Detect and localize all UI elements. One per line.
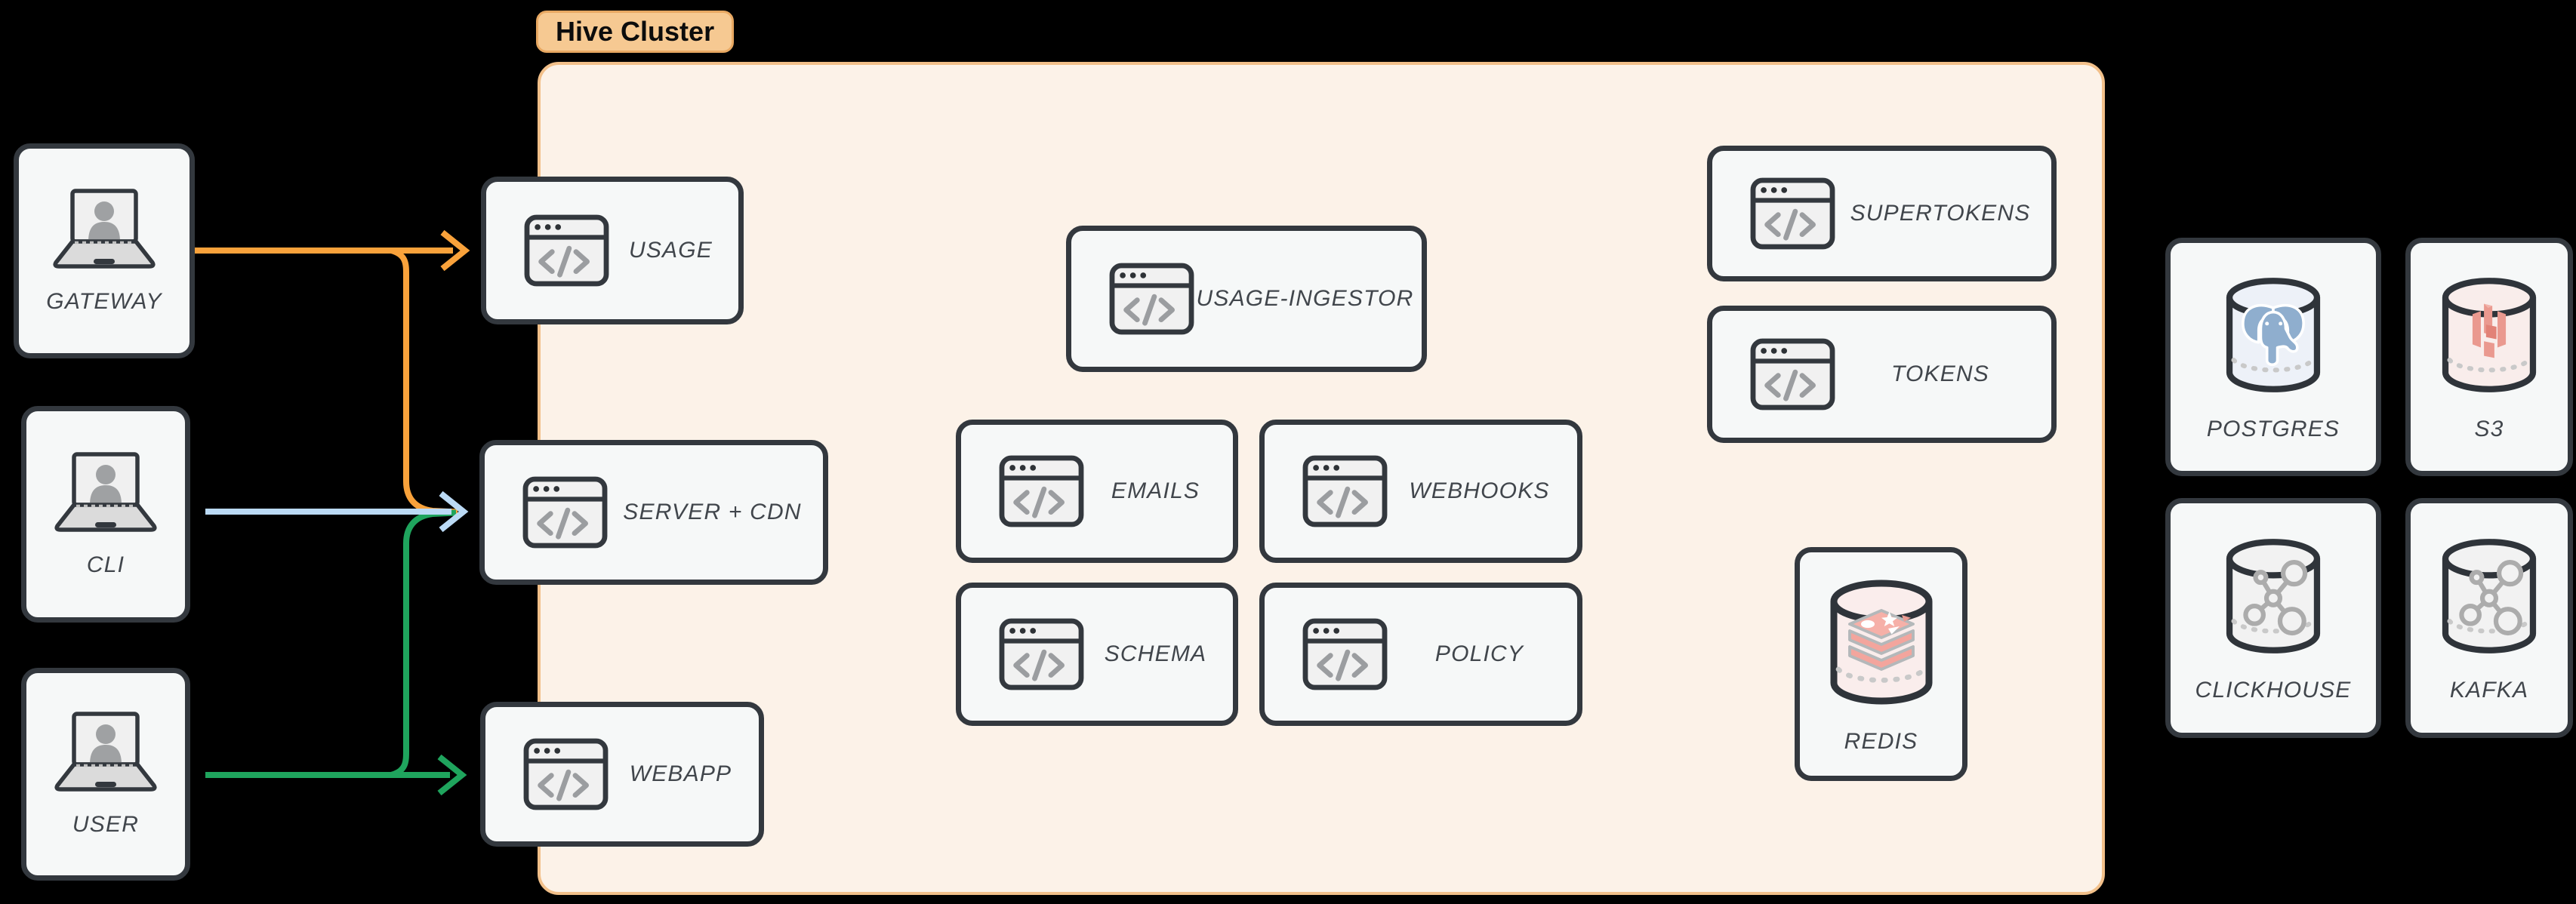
node-label: POSTGRES xyxy=(2206,417,2340,441)
node-label: POLICY xyxy=(1434,641,1524,666)
gateway-usage-arrowhead xyxy=(440,229,470,272)
code-window-icon xyxy=(522,214,611,287)
code-window-icon xyxy=(1749,177,1837,250)
code-window-icon xyxy=(997,455,1086,527)
code-window-icon xyxy=(1301,455,1389,527)
code-window-icon xyxy=(1749,338,1837,410)
node-redis: REDIS xyxy=(1795,547,1967,781)
node-label: CLICKHOUSE xyxy=(2195,678,2352,703)
laptop-user-icon xyxy=(43,451,168,534)
node-label: S3 xyxy=(2474,417,2504,441)
node-tokens: TOKENS xyxy=(1707,306,2057,443)
cluster-label: Hive Cluster xyxy=(556,16,715,47)
node-label: USER xyxy=(72,812,140,837)
node-server-cdn: SERVER + CDN xyxy=(479,440,828,585)
code-window-icon xyxy=(521,476,609,549)
node-s3: S3 xyxy=(2405,238,2573,476)
node-label: TOKENS xyxy=(1890,361,1989,386)
node-label: WEBHOOKS xyxy=(1409,478,1550,503)
code-window-icon xyxy=(997,618,1086,690)
node-clickhouse: CLICKHOUSE xyxy=(2165,498,2381,738)
cluster-label-pill: Hive Cluster xyxy=(536,11,735,53)
node-label: SUPERTOKENS xyxy=(1850,201,2031,226)
node-emails: EMAILS xyxy=(956,420,1238,563)
laptop-user-icon xyxy=(42,188,167,271)
node-label: GATEWAY xyxy=(46,288,162,314)
redis-database-icon xyxy=(1825,573,1938,711)
node-label: EMAILS xyxy=(1111,478,1200,503)
node-supertokens: SUPERTOKENS xyxy=(1707,146,2057,281)
node-schema: SCHEMA xyxy=(956,583,1238,726)
node-label: USAGE-INGESTOR xyxy=(1196,286,1414,311)
node-label: SCHEMA xyxy=(1104,641,1207,666)
code-window-icon xyxy=(1108,263,1196,335)
user-arrows xyxy=(205,509,467,796)
cli-servercdn-arrowhead xyxy=(439,490,469,533)
s3-database-icon xyxy=(2437,272,2541,398)
postgres-database-icon xyxy=(2221,272,2325,398)
node-label: WEBAPP xyxy=(629,761,732,786)
node-user: USER xyxy=(21,668,190,881)
node-usage-ingestor: USAGE-INGESTOR xyxy=(1066,226,1427,372)
node-gateway: GATEWAY xyxy=(14,143,195,358)
gateway-arrows xyxy=(195,229,470,515)
user-webapp-arrowhead xyxy=(437,754,467,796)
node-kafka: KAFKA xyxy=(2405,498,2573,738)
code-window-icon xyxy=(1301,618,1389,690)
cli-arrows xyxy=(205,490,469,533)
node-policy: POLICY xyxy=(1259,583,1582,726)
node-postgres: POSTGRES xyxy=(2165,238,2381,476)
laptop-user-icon xyxy=(43,711,168,794)
node-label: CLI xyxy=(86,552,125,577)
node-label: SERVER + CDN xyxy=(623,500,802,524)
gateway-servercdn-arrow-line xyxy=(390,248,458,515)
node-label: KAFKA xyxy=(2449,678,2529,703)
code-window-icon xyxy=(522,738,610,810)
node-usage: USAGE xyxy=(481,177,744,324)
node-webapp: WEBAPP xyxy=(480,702,764,847)
nodegraph-database-icon xyxy=(2221,533,2325,660)
node-label: REDIS xyxy=(1844,729,1918,754)
node-cli: CLI xyxy=(21,406,190,623)
node-webhooks: WEBHOOKS xyxy=(1259,420,1582,563)
node-label: USAGE xyxy=(628,238,713,263)
nodegraph-database-icon xyxy=(2437,533,2541,660)
user-servercdn-arrow-line xyxy=(390,509,457,778)
